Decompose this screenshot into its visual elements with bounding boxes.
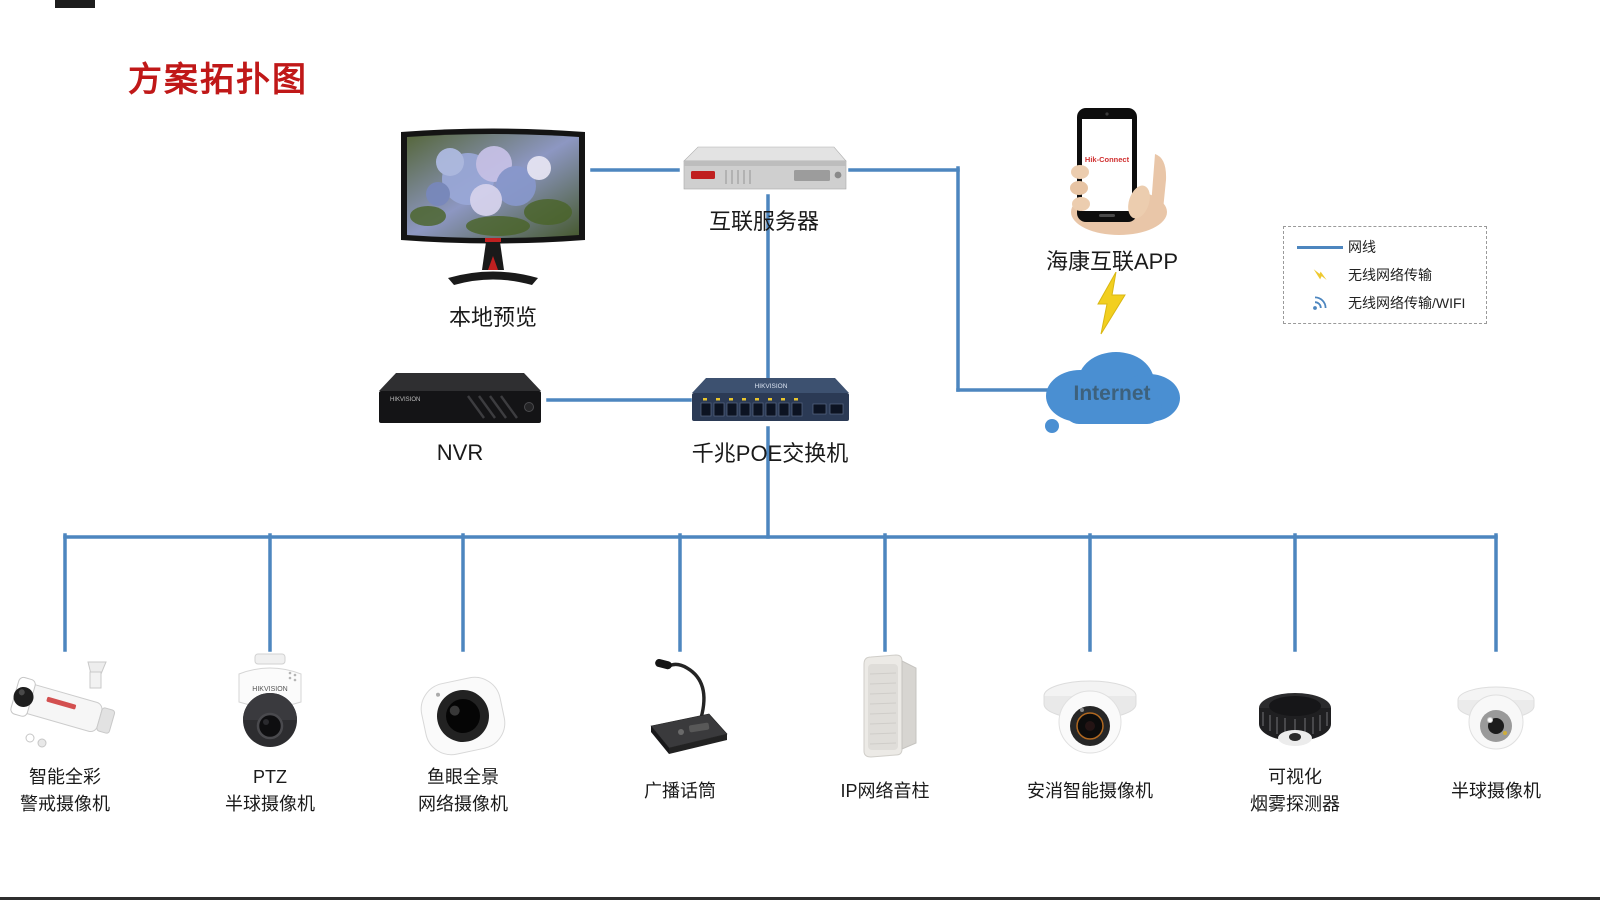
broadcast-mic-image — [625, 646, 735, 764]
broadcast-mic-label: 广播话筒 — [644, 780, 716, 801]
bottom-rule — [0, 897, 1600, 900]
switch-label: 千兆POE交换机 — [691, 441, 849, 466]
ptz-brand-text: HIKVISION — [252, 686, 287, 693]
node-internet: Internet — [1036, 342, 1186, 438]
ptz-camera-label: PTZ 半球摄像机 — [225, 767, 315, 814]
phone-hand-image: Hik-Connect — [1070, 108, 1167, 235]
device-smoke-detector: 可视化 烟雾探测器 — [1190, 646, 1400, 818]
nvr-brand-text: HIKVISION — [390, 397, 420, 403]
node-nvr: HIKVISION NVR — [372, 368, 548, 466]
app-screen-text: Hik-Connect — [1085, 155, 1130, 164]
legend-wireless-label: 无线网络传输 — [1348, 267, 1432, 283]
node-server: 互联服务器 — [678, 144, 850, 236]
bullet-camera-image — [0, 646, 130, 764]
device-bullet-camera: 智能全彩 警戒摄像机 — [0, 646, 170, 818]
node-local-preview: 本地预览 — [398, 124, 588, 332]
fisheye-camera-label: 鱼眼全景 网络摄像机 — [418, 767, 508, 814]
server-image — [683, 146, 847, 190]
dome-camera-label: 半球摄像机 — [1451, 780, 1541, 801]
smoke-detector-label: 可视化 烟雾探测器 — [1250, 767, 1340, 814]
device-turret-camera: 安消智能摄像机 — [985, 646, 1195, 818]
lightning-icon — [1292, 266, 1348, 284]
ip-speaker-image — [840, 646, 930, 764]
ip-speaker-label: IP网络音柱 — [840, 780, 930, 801]
smoke-detector-image — [1249, 646, 1341, 764]
internet-cloud: Internet — [1045, 352, 1180, 433]
cable-line-icon — [1292, 245, 1348, 249]
bullet-camera-label: 智能全彩 警戒摄像机 — [20, 767, 110, 814]
monitor-image — [401, 128, 585, 285]
nvr-image: HIKVISION — [379, 373, 541, 423]
turret-camera-label: 安消智能摄像机 — [1027, 780, 1153, 801]
turret-camera-image — [1032, 646, 1148, 764]
legend-row-wifi: 无线网络传输/WIFI — [1292, 293, 1478, 313]
page-title: 方案拓扑图 — [128, 61, 308, 99]
node-switch: HIKVISION 千兆POE交换机 — [687, 374, 853, 468]
nvr-label: NVR — [436, 440, 484, 465]
device-ip-speaker: IP网络音柱 — [780, 646, 990, 818]
legend-row-cable: 网线 — [1292, 237, 1478, 257]
fisheye-camera-image — [413, 646, 513, 764]
device-dome-camera: 半球摄像机 — [1391, 646, 1600, 818]
legend-wifi-label: 无线网络传输/WIFI — [1348, 295, 1466, 311]
device-broadcast-mic: 广播话筒 — [575, 646, 785, 818]
legend-cable-label: 网线 — [1348, 239, 1376, 255]
corner-mark — [55, 0, 95, 8]
server-label: 互联服务器 — [708, 209, 819, 234]
local-preview-label: 本地预览 — [448, 305, 537, 330]
ptz-camera-image: HIKVISION — [215, 646, 325, 764]
legend: 网线 无线网络传输 无线网络传输/WIFI — [1283, 226, 1487, 324]
legend-row-wireless: 无线网络传输 — [1292, 265, 1478, 285]
device-fisheye-camera: 鱼眼全景 网络摄像机 — [358, 646, 568, 818]
switch-brand-text: HIKVISION — [755, 383, 788, 390]
switch-image: HIKVISION — [692, 378, 849, 421]
internet-label: Internet — [1073, 382, 1150, 405]
dome-camera-image — [1446, 646, 1546, 764]
device-ptz-camera: HIKVISION PTZ 半球摄像机 — [165, 646, 375, 818]
wifi-icon — [1292, 294, 1348, 312]
wireless-lightning-icon — [1097, 272, 1126, 335]
node-app: Hik-Connect 海康互联APP — [1042, 106, 1182, 276]
app-label: 海康互联APP — [1045, 249, 1179, 274]
